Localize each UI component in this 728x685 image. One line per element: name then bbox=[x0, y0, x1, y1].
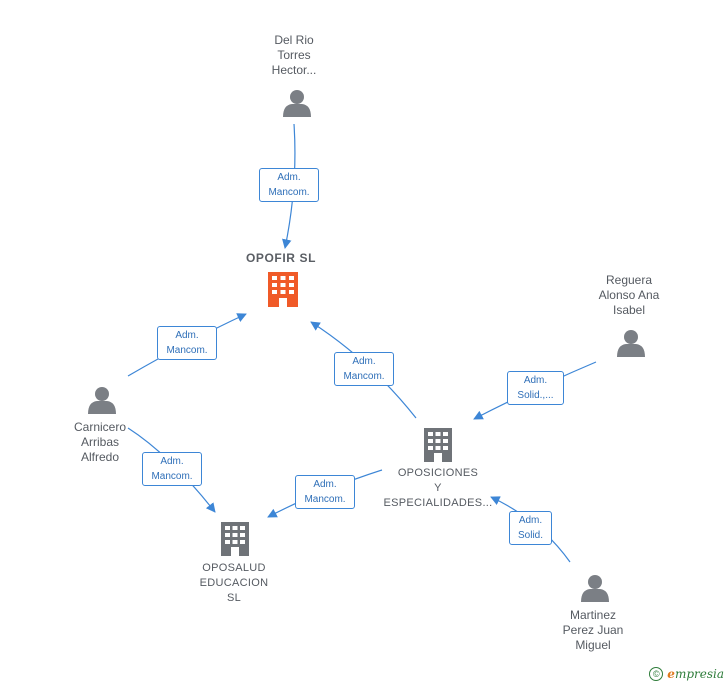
watermark: © empresia bbox=[649, 667, 724, 681]
node-label-oposiciones[interactable]: OPOSICIONES Y ESPECIALIDADES... bbox=[383, 467, 493, 509]
edge-label-oposiciones-oposalud[interactable]: Adm. Mancom. bbox=[295, 475, 355, 509]
node-label-reguera[interactable]: Reguera Alonso Ana Isabel bbox=[598, 273, 660, 317]
node-label-opofir[interactable]: OPOFIR SL bbox=[245, 251, 317, 265]
node-label-martinez[interactable]: Martinez Perez Juan Miguel bbox=[562, 608, 624, 652]
edge-label-delrio-opofir[interactable]: Adm. Mancom. bbox=[259, 168, 319, 202]
building-icon[interactable] bbox=[221, 522, 249, 556]
brand-logo: empresia bbox=[667, 667, 724, 681]
node-label-oposalud[interactable]: OPOSALUD EDUCACION SL bbox=[199, 562, 269, 604]
person-icon[interactable] bbox=[283, 90, 311, 117]
person-icon[interactable] bbox=[617, 330, 645, 357]
edge-label-carnicero-opofir[interactable]: Adm. Mancom. bbox=[157, 326, 217, 360]
node-label-del-rio[interactable]: Del Rio Torres Hector... bbox=[271, 33, 317, 77]
node-label-carnicero[interactable]: Carnicero Arribas Alfredo bbox=[73, 420, 127, 464]
building-icon[interactable] bbox=[268, 272, 298, 307]
edge-label-oposiciones-opofir[interactable]: Adm. Mancom. bbox=[334, 352, 394, 386]
building-icon[interactable] bbox=[424, 428, 452, 462]
person-icon[interactable] bbox=[88, 387, 116, 414]
copyright-icon: © bbox=[649, 667, 664, 681]
edge-label-carnicero-oposalud[interactable]: Adm. Mancom. bbox=[142, 452, 202, 486]
edge-label-reguera-oposiciones[interactable]: Adm. Solid.,... bbox=[507, 371, 564, 405]
person-icon[interactable] bbox=[581, 575, 609, 602]
edge-label-martinez-oposiciones[interactable]: Adm. Solid. bbox=[509, 511, 552, 545]
